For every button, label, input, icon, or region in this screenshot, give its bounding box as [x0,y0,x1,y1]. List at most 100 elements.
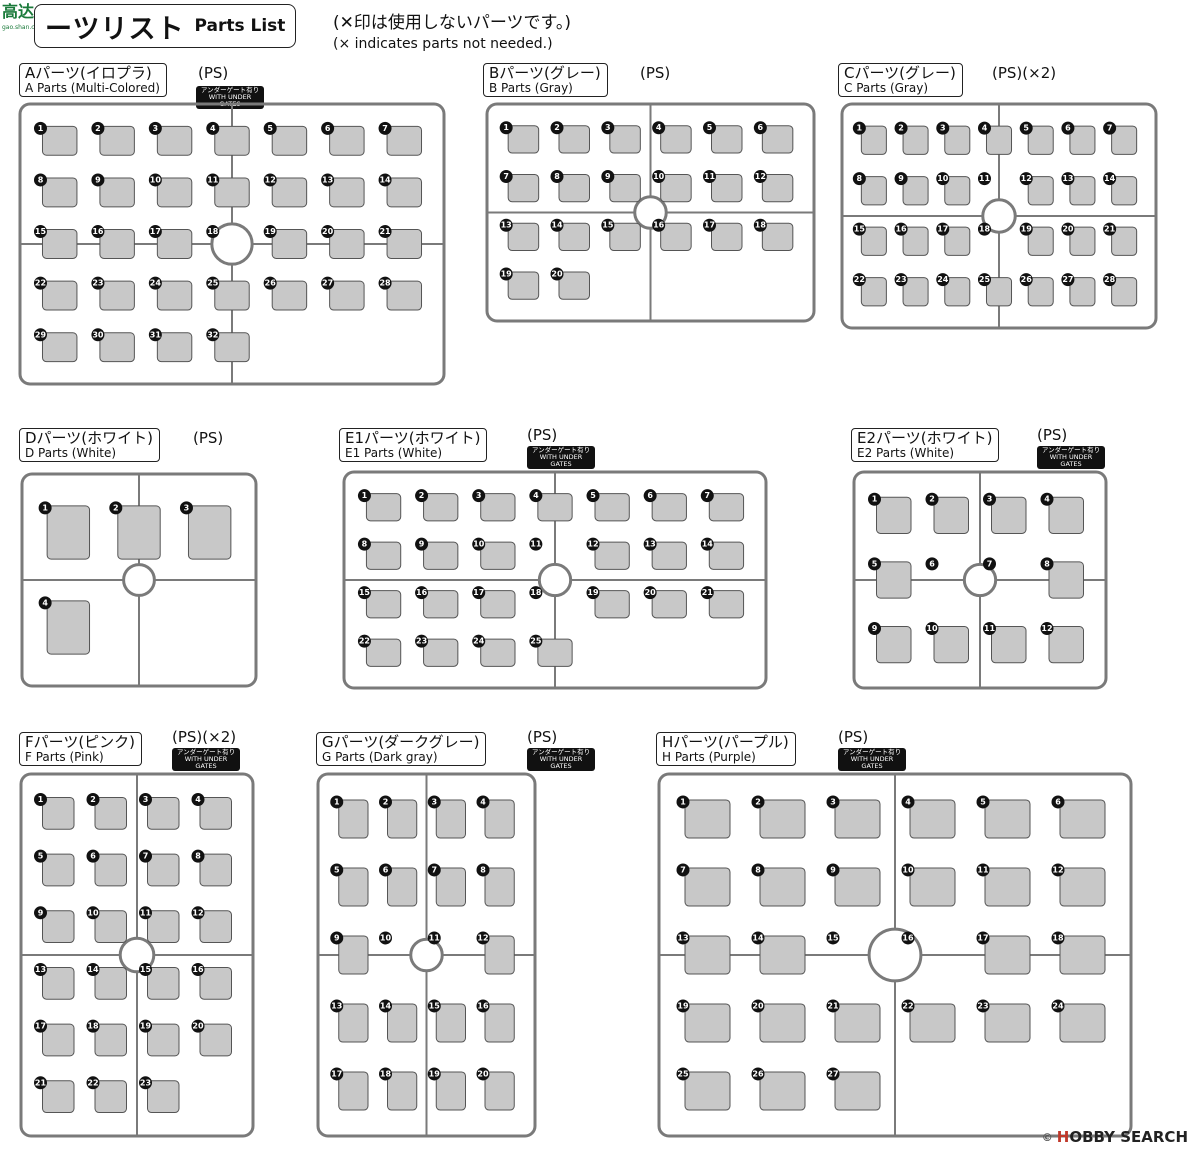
part-number-label: 8 [1044,559,1050,568]
part-shape [435,867,466,907]
part-number-label: 9 [95,175,101,184]
hobby-search-watermark: © HOBBY SEARCH [1042,1128,1188,1146]
part-number-label: 10 [926,624,938,633]
part-shape [1111,125,1138,155]
part-number-label: 20 [645,588,657,597]
part-number-label: 11 [704,172,716,181]
part-number-marker [357,537,371,551]
part-shape [1027,277,1054,307]
part-number-label: 11 [530,540,542,549]
part-number-marker [263,173,277,187]
part-number-marker [472,586,486,600]
part-number-label: 18 [979,225,991,234]
sheet-c-en: C Parts (Gray) [844,80,928,95]
sheet-f-en: F Parts (Pink) [25,749,104,764]
part-number-marker [33,173,47,187]
part-shape [834,1071,881,1111]
part-number-marker [550,267,564,281]
part-number-marker [901,931,915,945]
part-number-label: 11 [140,908,152,917]
sheet-h-en: H Parts (Purple) [662,749,756,764]
part-number-label: 17 [150,227,161,236]
part-number-label: 14 [702,540,714,549]
part-number-label: 22 [902,1001,913,1010]
part-number-marker [330,795,344,809]
part-shape [484,1003,515,1043]
part-number-label: 1 [872,495,878,504]
part-shape [507,271,540,300]
part-number-label: 25 [207,279,219,288]
part-number-label: 4 [656,123,662,132]
part-shape [199,966,232,1000]
part-number-label: 4 [1044,495,1050,504]
part-number-label: 20 [477,1069,489,1078]
page-title-en: Parts List [194,16,286,36]
part-number-label: 30 [92,330,104,339]
part-number-label: 12 [477,933,488,942]
part-number-label: 6 [647,491,653,500]
part-shape [985,125,1013,155]
part-number-marker [652,121,666,135]
part-shape [558,271,590,300]
part-number-label: 20 [752,1001,764,1010]
part-number-marker [703,169,716,183]
part-number-label: 29 [35,330,47,339]
part-number-label: 7 [680,865,686,874]
part-number-label: 22 [35,279,46,288]
part-number-label: 9 [898,174,904,183]
part-shape [187,505,232,560]
part-number-marker [139,1076,152,1090]
part-shape [660,222,692,252]
part-shape [984,935,1031,975]
part-shape [708,590,745,619]
part-shape [117,505,161,560]
part-shape [480,541,516,570]
part-number-label: 17 [704,221,715,230]
part-number-marker [472,537,486,551]
part-number-marker [976,931,990,945]
part-shape [909,799,956,839]
part-number-label: 23 [895,275,906,284]
part-number-label: 5 [980,797,986,806]
part-number-label: 12 [1052,865,1063,874]
part-number-marker [1019,273,1033,287]
part-shape [423,590,459,619]
part-shape [759,935,806,975]
part-shape [329,280,365,311]
part-number-label: 4 [905,797,911,806]
part-shape [933,626,969,664]
part-number-marker [33,121,47,135]
part-number-label: 15 [429,1001,441,1010]
part-number-label: 2 [90,795,96,804]
part-shape [684,867,731,907]
part-number-marker [700,586,714,600]
part-number-marker [191,906,205,920]
part-number-label: 16 [895,225,907,234]
part-number-label: 5 [267,124,273,133]
part-shape [651,493,687,522]
part-number-marker [33,225,47,239]
part-number-label: 11 [207,175,219,184]
part-shape [41,229,78,259]
part-number-marker [34,906,47,920]
part-shape [338,935,369,975]
part-shape [42,796,75,830]
part-number-marker [751,1067,765,1081]
part-number-marker [529,537,543,551]
part-shape [42,853,75,887]
part-number-label: 7 [987,559,993,568]
part-shape [387,1003,418,1043]
watermark-text: 高达 [2,2,35,21]
part-number-label: 22 [854,275,865,284]
part-shape [609,222,641,252]
part-number-marker [826,863,840,877]
part-number-label: 26 [1021,275,1033,284]
part-number-label: 19 [140,1022,152,1031]
part-number-label: 14 [379,175,391,184]
part-number-marker [378,276,392,290]
page-title: ーツリスト Parts List [34,4,297,48]
part-number-marker [427,863,441,877]
part-number-marker [91,328,105,342]
part-shape [46,505,91,560]
